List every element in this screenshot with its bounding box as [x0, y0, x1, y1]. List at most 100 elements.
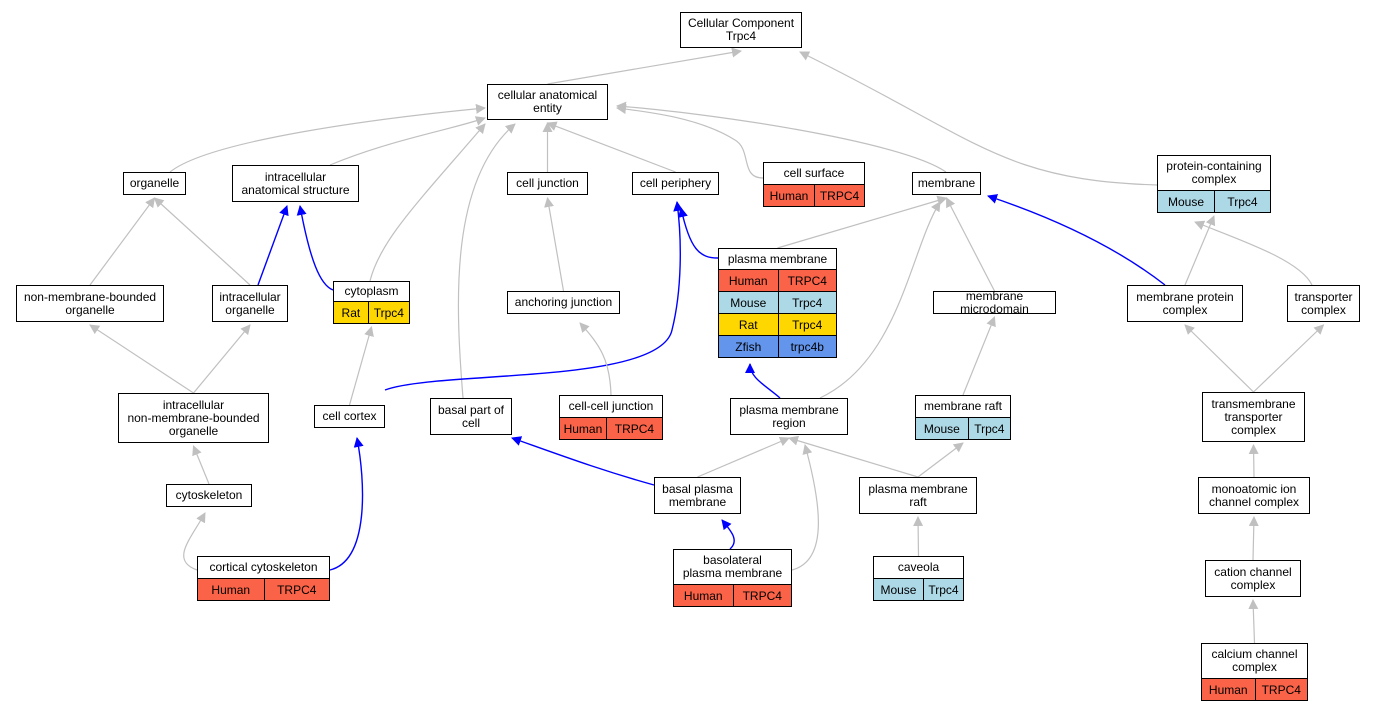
- node-label: plasma membrane raft: [868, 481, 968, 509]
- node-cae[interactable]: cellular anatomical entity: [487, 84, 608, 120]
- node-label: membrane raft: [923, 399, 1003, 413]
- node-membrane[interactable]: membrane: [912, 172, 981, 195]
- node-cortex[interactable]: cell cortex: [314, 405, 385, 428]
- node-label: monoatomic ion channel complex: [1208, 481, 1300, 509]
- edge-part-of: [257, 205, 289, 286]
- edge-is-a: [457, 123, 516, 399]
- node-label: plasma membrane region: [739, 402, 839, 430]
- species-name: Human: [563, 421, 603, 436]
- edge-is-a: [616, 104, 764, 179]
- edge-is-a: [169, 103, 486, 173]
- node-nmbo[interactable]: non-membrane-bounded organelle: [16, 285, 164, 322]
- node-label: caveola: [897, 560, 940, 574]
- node-label: plasma membrane: [727, 251, 828, 266]
- node-label: membrane protein complex: [1136, 289, 1234, 317]
- edge-is-a: [945, 197, 996, 292]
- edge-is-a: [799, 51, 1158, 186]
- node-label: cellular anatomical entity: [497, 88, 598, 115]
- edge-is-a: [917, 442, 964, 478]
- edge-is-a: [697, 436, 790, 478]
- node-label: intracellular non-membrane-bounded organ…: [127, 397, 260, 438]
- node-tc[interactable]: transporter complex: [1287, 285, 1360, 322]
- node-label: membrane: [917, 176, 976, 190]
- species-name: Mouse: [880, 582, 917, 597]
- node-root[interactable]: Cellular Component Trpc4: [680, 12, 802, 48]
- node-inmbo[interactable]: intracellular non-membrane-bounded organ…: [118, 393, 269, 443]
- gene-symbol: TRPC4: [605, 418, 662, 439]
- node-label: intracellular anatomical structure: [241, 169, 350, 197]
- node-basalpart[interactable]: basal part of cell: [430, 398, 512, 435]
- edge-is-a: [544, 197, 565, 292]
- edge-is-a: [183, 512, 206, 571]
- node-label: cytoskeleton: [175, 488, 243, 502]
- node-cytoskeleton[interactable]: cytoskeleton: [166, 484, 252, 507]
- edge-is-a: [369, 123, 486, 282]
- gene-symbol: TRPC4: [1254, 679, 1308, 700]
- edge-part-of: [296, 205, 334, 291]
- gene-symbol: Trpc4: [777, 292, 837, 313]
- node-io[interactable]: intracellular organelle: [212, 285, 288, 322]
- node-cellperiphery[interactable]: cell periphery: [632, 172, 719, 195]
- edge-part-of: [511, 436, 655, 486]
- edge-is-a: [89, 324, 194, 394]
- node-ttc[interactable]: transmembrane transporter complex: [1202, 392, 1305, 442]
- edge-is-a: [616, 101, 947, 173]
- node-label: cortical cytoskeleton: [209, 560, 318, 574]
- edge-is-a: [1184, 215, 1216, 286]
- edge-is-a: [1184, 324, 1254, 393]
- species-row: Mouse Trpc4: [874, 578, 963, 600]
- species-name: Human: [1208, 682, 1248, 697]
- node-mic[interactable]: monoatomic ion channel complex: [1198, 477, 1310, 514]
- edge-is-a: [913, 516, 924, 557]
- edge-is-a: [777, 195, 948, 249]
- node-label: anchoring junction: [514, 295, 613, 309]
- node-pmr[interactable]: plasma membrane region: [730, 398, 848, 435]
- node-bpm[interactable]: basal plasma membrane: [654, 477, 741, 514]
- gene-symbol: Trpc4: [967, 418, 1010, 439]
- edge-is-a: [1194, 220, 1313, 286]
- node-organelle[interactable]: organelle: [123, 172, 186, 195]
- edge-is-a: [153, 197, 251, 286]
- node-mpc[interactable]: membrane protein complex: [1127, 285, 1243, 322]
- species-row: Mouse Trpc4: [916, 417, 1010, 439]
- node-label: cell periphery: [639, 176, 712, 190]
- gene-symbol: Trpc4: [922, 579, 963, 600]
- node-ias[interactable]: intracellular anatomical structure: [232, 165, 359, 202]
- node-label: intracellular organelle: [219, 289, 281, 317]
- node-mmd[interactable]: membrane microdomain: [933, 289, 1056, 315]
- species-name: Human: [728, 273, 768, 288]
- node-cation[interactable]: cation channel complex: [1205, 560, 1301, 597]
- node-label: organelle: [129, 176, 180, 190]
- species-name: Rat: [738, 317, 758, 332]
- edge-is-a: [547, 47, 742, 85]
- edge-is-a: [788, 435, 919, 478]
- edge-is-a: [791, 444, 819, 571]
- node-label: cell-cell junction: [568, 399, 654, 413]
- node-pmraft[interactable]: plasma membrane raft: [859, 477, 977, 514]
- edge-part-of: [329, 437, 364, 571]
- species-name: Mouse: [923, 421, 960, 436]
- node-celljunction[interactable]: cell junction: [507, 172, 588, 195]
- gene-symbol: trpc4b: [777, 336, 837, 357]
- species-name: Human: [683, 588, 723, 603]
- node-anchoring[interactable]: anchoring junction: [507, 291, 620, 314]
- node-label: basal plasma membrane: [662, 481, 733, 509]
